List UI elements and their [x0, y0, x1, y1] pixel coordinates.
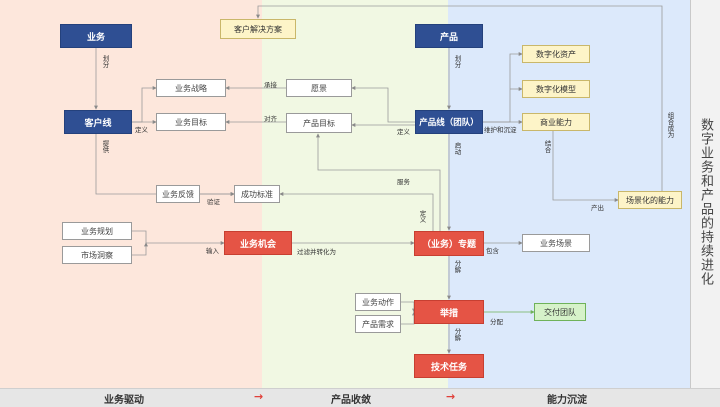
node-product-goal[interactable]: 产品目标 [286, 113, 352, 133]
label-input: 输入 [206, 247, 219, 255]
node-business[interactable]: 业务 [60, 24, 132, 48]
edge-chanpinxian-yuanjing [351, 86, 415, 123]
node-business-goal[interactable]: 业务目标 [156, 113, 226, 131]
node-digital-model[interactable]: 数字化模型 [522, 80, 590, 98]
node-business-planning[interactable]: 业务规划 [62, 222, 132, 240]
edge-dongcha-jihui [132, 242, 148, 256]
label-decompose-initiative: 分解 [453, 328, 461, 341]
bottom-stage-bar [0, 388, 720, 407]
node-business-capability[interactable]: 商业能力 [522, 113, 590, 131]
label-define-topic: 定义 [418, 210, 426, 223]
edge-xuqiu-jucuo [401, 311, 416, 325]
node-business-strategy[interactable]: 业务战略 [156, 79, 226, 97]
stage-arrow-1: → [254, 390, 264, 403]
stage-product-convergence: 产品收敛 [331, 395, 371, 406]
label-maintain: 维护和沉淀 [484, 126, 517, 134]
label-define-productline: 定义 [397, 128, 410, 136]
edge-zhuanti-chenggong [279, 192, 434, 232]
node-customer-solution[interactable]: 客户解决方案 [220, 19, 296, 39]
label-produce: 产出 [591, 204, 604, 212]
label-launch: 启动 [453, 142, 461, 155]
node-vision[interactable]: 愿景 [286, 79, 352, 97]
node-business-feedback[interactable]: 业务反馈 [156, 185, 200, 203]
label-divide-business: 划分 [101, 55, 109, 68]
label-align: 对齐 [264, 115, 277, 123]
node-initiative[interactable]: 举措 [414, 300, 484, 324]
edge-nengli-changjing [552, 131, 619, 202]
label-inherit: 承接 [264, 81, 277, 89]
side-title: 数字业务和产品的持续进化 [698, 118, 713, 286]
label-include: 包含 [486, 247, 499, 255]
label-combine: 结合 [543, 140, 551, 153]
label-compose-into: 组合成为 [666, 112, 674, 138]
label-define-customer: 定义 [135, 126, 148, 134]
node-business-action[interactable]: 业务动作 [355, 293, 401, 311]
zone-side-title [690, 0, 720, 388]
node-product-requirement[interactable]: 产品需求 [355, 315, 401, 333]
edge-kehuxian-zhanlue [132, 86, 157, 123]
stage-arrow-2: → [446, 390, 456, 403]
label-decompose-topic: 分解 [453, 260, 461, 273]
label-verify: 验证 [207, 198, 220, 206]
node-product[interactable]: 产品 [415, 24, 483, 48]
stage-business-driven: 业务驱动 [104, 395, 144, 406]
edge-guihua-jihui [132, 230, 225, 245]
node-customer-line[interactable]: 客户线 [64, 110, 132, 134]
label-provide: 提供 [101, 140, 109, 153]
label-filter-transform: 过滤并转化为 [297, 248, 336, 256]
edge-dongzuo-jucuo [401, 301, 416, 313]
node-market-insight[interactable]: 市场洞察 [62, 246, 132, 264]
label-assign: 分配 [490, 318, 503, 326]
node-delivery-team[interactable]: 交付团队 [534, 303, 586, 321]
node-tech-task[interactable]: 技术任务 [414, 354, 484, 378]
node-business-opportunity[interactable]: 业务机会 [224, 231, 292, 255]
edge-zhuanti-chanpinmubiao [316, 133, 441, 232]
stage-capability-accumulation: 能力沉淀 [547, 395, 587, 406]
node-digital-asset[interactable]: 数字化资产 [522, 45, 590, 63]
edge-chanpinxian-zichan [483, 52, 523, 123]
node-success-criteria[interactable]: 成功标准 [234, 185, 280, 203]
node-business-scenario[interactable]: 业务场景 [522, 234, 590, 252]
label-serve: 服务 [397, 178, 410, 186]
node-product-line[interactable]: 产品线（团队） [415, 110, 483, 134]
node-business-topic[interactable]: （业务）专题 [414, 231, 484, 256]
node-scenario-capability[interactable]: 场景化的能力 [618, 191, 682, 209]
label-divide-product: 划分 [453, 55, 461, 68]
